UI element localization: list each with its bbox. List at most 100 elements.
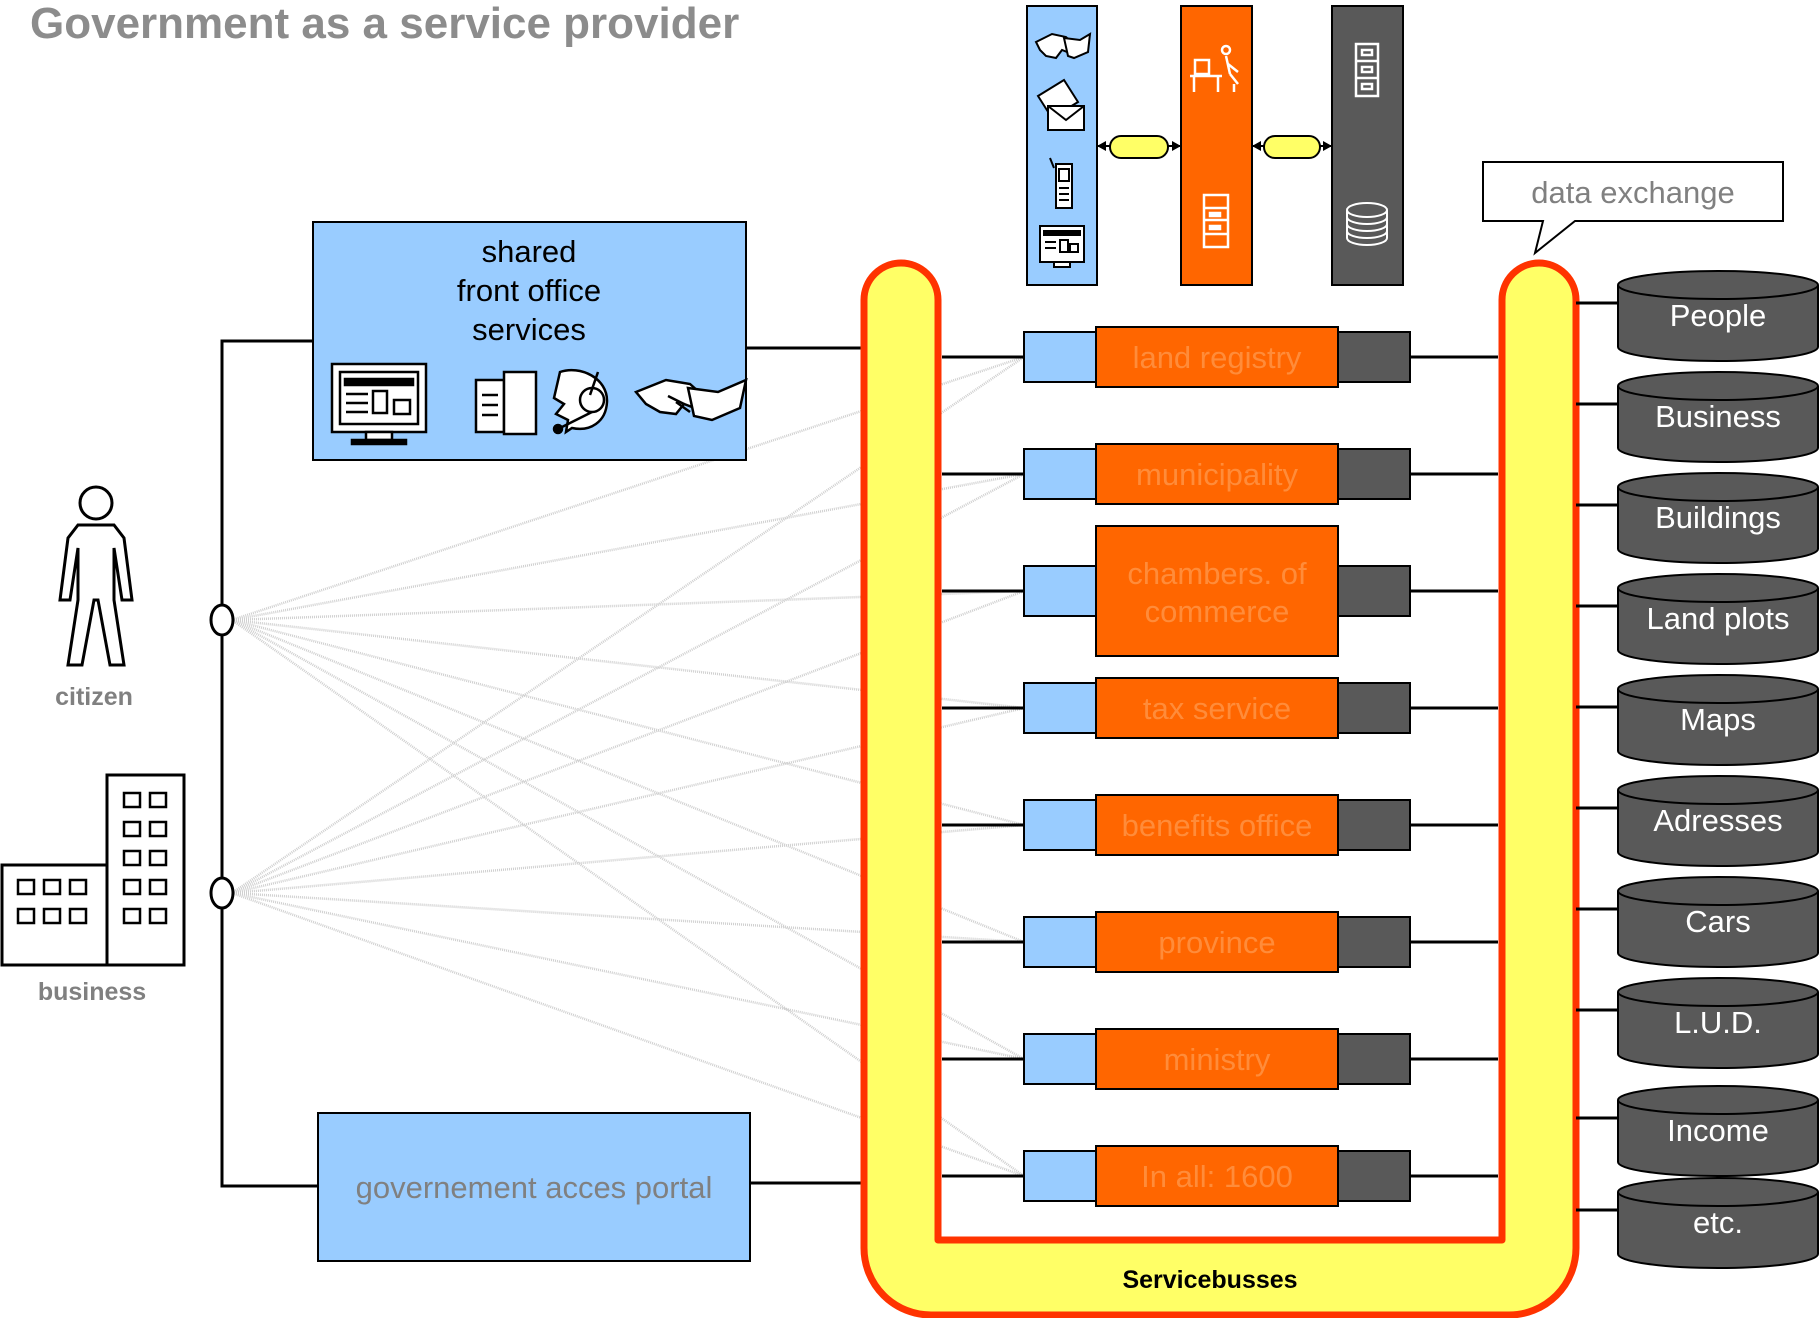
service-row[interactable]: province — [942, 911, 1498, 973]
db-body — [1617, 790, 1819, 867]
database-label: Maps — [1680, 702, 1756, 737]
db-body — [1617, 1100, 1819, 1177]
service-row[interactable]: In all: 1600 — [942, 1145, 1498, 1207]
database-cylinder[interactable]: Land plots — [1576, 573, 1819, 665]
service-bus: Servicebusses — [860, 259, 1580, 1318]
handshake-icon — [633, 377, 748, 422]
service-label: commerce — [1145, 594, 1290, 629]
database-label: Land plots — [1646, 601, 1789, 636]
column-connectors — [1097, 135, 1332, 159]
service-row[interactable]: land registry — [942, 326, 1498, 388]
service-front-box — [1023, 682, 1097, 734]
service-bus-label: Servicebusses — [1122, 1266, 1297, 1294]
bus-pill-icon — [1263, 135, 1321, 159]
database-cylinder[interactable]: Income — [1576, 1085, 1819, 1177]
service-front-box — [1023, 448, 1097, 500]
database-cylinder[interactable]: Maps — [1576, 674, 1819, 766]
service-row[interactable]: municipality — [942, 443, 1498, 505]
service-front-box — [1023, 565, 1097, 617]
database-label: L.U.D. — [1674, 1005, 1762, 1040]
database-cylinder[interactable]: People — [1576, 270, 1819, 362]
db-body — [1617, 891, 1819, 968]
service-data-box — [1337, 565, 1411, 617]
service-data-box — [1337, 331, 1411, 383]
fan-line — [231, 706, 1025, 895]
db-body — [1617, 487, 1819, 564]
database-cylinder[interactable]: Business — [1576, 371, 1819, 463]
channel-column — [1026, 5, 1098, 286]
citizen-icon — [58, 485, 134, 667]
database-disk-icon — [1346, 202, 1388, 246]
service-label: benefits office — [1122, 808, 1313, 843]
channel-screen-icon — [1039, 225, 1085, 268]
db-top — [1617, 1177, 1819, 1207]
db-body — [1617, 992, 1819, 1069]
front-office-line2: front office — [457, 273, 601, 308]
service-data-box — [1337, 799, 1411, 851]
db-top — [1617, 573, 1819, 603]
db-body — [1617, 689, 1819, 766]
portal-label: governement acces portal — [356, 1170, 713, 1205]
service-data-box — [1337, 448, 1411, 500]
db-top — [1617, 472, 1819, 502]
service-label: tax service — [1143, 691, 1291, 726]
fan-line — [231, 618, 1025, 827]
service-row[interactable]: ministry — [942, 1028, 1498, 1090]
database-label: People — [1670, 298, 1767, 333]
channel-mobile-icon — [1049, 157, 1073, 209]
office-worker-icon — [1190, 44, 1239, 92]
database-label: Adresses — [1653, 803, 1782, 838]
database-cylinder[interactable]: L.U.D. — [1576, 977, 1819, 1069]
service-label: ministry — [1164, 1042, 1271, 1077]
service-front-box — [1023, 1150, 1097, 1202]
data-exchange-callout: data exchange — [1482, 161, 1784, 256]
db-body — [1617, 386, 1819, 463]
database-label: Cars — [1685, 904, 1750, 939]
service-label: province — [1158, 925, 1275, 960]
citizen-junction — [209, 603, 235, 637]
database-cylinder[interactable]: Adresses — [1576, 775, 1819, 867]
front-office-box[interactable]: shared front office services — [312, 221, 748, 461]
actor-connector — [209, 339, 318, 1188]
service-data-box — [1337, 1150, 1411, 1202]
service-front-box — [1023, 331, 1097, 383]
front-office-line1: shared — [482, 234, 577, 269]
service-front-box — [1023, 916, 1097, 968]
government-access-portal-box[interactable]: governement acces portal — [317, 1112, 751, 1262]
filing-cabinet-icon — [1354, 42, 1380, 98]
db-top — [1617, 876, 1819, 906]
service-front-box — [1023, 1033, 1097, 1085]
bus-pill-icon — [1109, 135, 1169, 159]
service-row[interactable]: benefits office — [942, 794, 1498, 856]
service-bus-shape — [860, 259, 1580, 1318]
callout-label: data exchange — [1531, 175, 1734, 210]
service-data-box — [1337, 916, 1411, 968]
connector-line — [220, 339, 318, 1188]
service-process-box — [1095, 326, 1339, 388]
service-label: In all: 1600 — [1141, 1159, 1293, 1194]
db-body — [1617, 285, 1819, 362]
service-row[interactable]: tax service — [942, 677, 1498, 739]
backoffice-column — [1180, 5, 1253, 286]
db-top — [1617, 1085, 1819, 1115]
fan-line — [231, 891, 1025, 944]
database-label: Business — [1655, 399, 1781, 434]
document-icon — [474, 370, 538, 436]
channel-handshake-icon — [1034, 32, 1092, 60]
service-data-box — [1337, 682, 1411, 734]
business-building-icon — [0, 773, 186, 967]
database-cylinder[interactable]: etc. — [1576, 1177, 1819, 1269]
database-cylinder[interactable]: Cars — [1576, 876, 1819, 968]
db-top — [1617, 977, 1819, 1007]
service-process-box — [1095, 1145, 1339, 1207]
db-body — [1617, 1192, 1819, 1269]
service-label: municipality — [1136, 457, 1298, 492]
database-cylinder[interactable]: Buildings — [1576, 472, 1819, 564]
db-top — [1617, 270, 1819, 300]
service-data-box — [1337, 1033, 1411, 1085]
service-label: land registry — [1133, 340, 1302, 375]
channel-mail-icon — [1036, 78, 1085, 131]
